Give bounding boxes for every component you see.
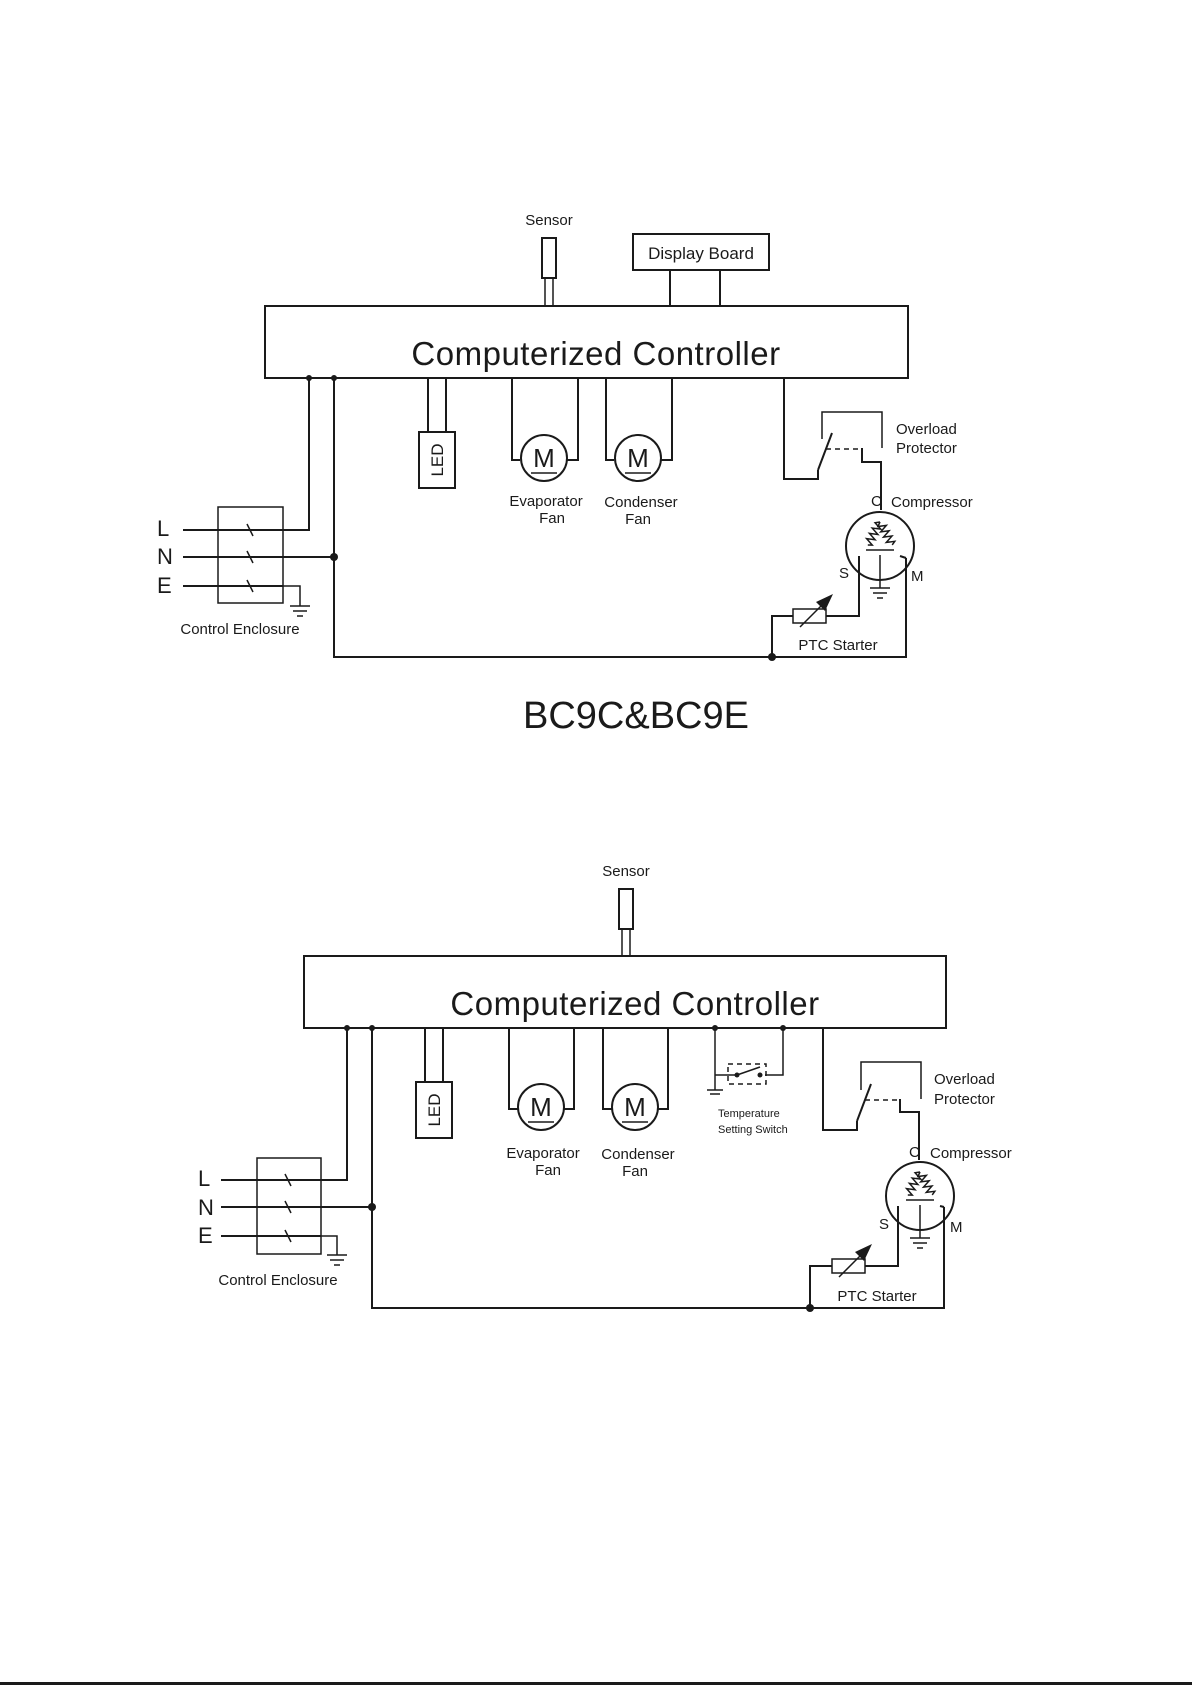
condenser-fan-label-line1: Condenser xyxy=(601,1146,674,1163)
compressor-terminal-s: S xyxy=(839,565,849,582)
sensor-probe xyxy=(541,237,557,279)
temp-switch-label-line1: Temperature xyxy=(718,1108,780,1120)
sensor: Sensor xyxy=(602,863,650,972)
evaporator-fan: M Evaporator Fan xyxy=(509,378,583,527)
condenser-motor-symbol: M xyxy=(627,443,649,473)
evaporator-motor-symbol: M xyxy=(530,1092,552,1122)
evaporator-fan-label-line2: Fan xyxy=(535,1162,561,1179)
condenser-fan: M Condenser Fan xyxy=(604,378,678,528)
temp-switch-label-line2: Setting Switch xyxy=(718,1124,788,1136)
led-label: LED xyxy=(428,443,447,476)
controller-label: Computerized Controller xyxy=(411,335,780,372)
ptc-starter-label: PTC Starter xyxy=(837,1288,916,1305)
line-e-label: E xyxy=(198,1223,213,1248)
evaporator-fan-label-line2: Fan xyxy=(539,510,565,527)
condenser-fan-label-line1: Condenser xyxy=(604,494,677,511)
condenser-motor-symbol: M xyxy=(624,1092,646,1122)
line-n-label: N xyxy=(198,1195,214,1220)
sensor-label: Sensor xyxy=(602,863,650,880)
line-l-label: L xyxy=(198,1166,210,1191)
page-bottom-rule xyxy=(0,1682,1192,1685)
compressor-terminal-c: C xyxy=(871,493,882,510)
overload-label-line1: Overload xyxy=(934,1071,995,1088)
compressor-terminal-m: M xyxy=(950,1219,963,1236)
evaporator-motor-symbol: M xyxy=(533,443,555,473)
overload-protector: Overload Protector xyxy=(822,1028,995,1160)
sensor-label: Sensor xyxy=(525,212,573,229)
wiring-diagram-2: Sensor Computerized Controller L N E xyxy=(198,863,1012,1312)
condenser-fan-label-line2: Fan xyxy=(622,1163,648,1180)
led-box xyxy=(415,1081,453,1139)
display-board-label: Display Board xyxy=(648,244,754,263)
compressor-label: Compressor xyxy=(891,494,973,511)
led: LED xyxy=(418,378,456,489)
temperature-setting-switch: Temperature Setting Switch xyxy=(707,1025,788,1136)
overload-label-line2: Protector xyxy=(896,440,957,457)
evaporator-fan: M Evaporator Fan xyxy=(506,1028,580,1179)
ptc-starter: PTC Starter xyxy=(809,1244,917,1308)
model-title: BC9C&BC9E xyxy=(523,695,749,737)
compressor: C Compressor S M xyxy=(826,493,973,617)
condenser-fan: M Condenser Fan xyxy=(601,1028,675,1180)
condenser-fan-label-line2: Fan xyxy=(625,511,651,528)
display-board-box xyxy=(632,233,770,271)
led-label: LED xyxy=(425,1093,444,1126)
control-enclosure-label: Control Enclosure xyxy=(218,1272,337,1289)
computerized-controller xyxy=(303,955,947,1029)
controller-label: Computerized Controller xyxy=(450,985,819,1022)
computerized-controller xyxy=(264,305,909,379)
led: LED xyxy=(415,1028,453,1139)
overload-label-line2: Protector xyxy=(934,1091,995,1108)
compressor-label: Compressor xyxy=(930,1145,1012,1162)
line-l-label: L xyxy=(157,516,169,541)
sensor-probe xyxy=(618,888,634,930)
control-enclosure: L N E Control Enclosure xyxy=(198,1157,347,1289)
compressor-terminal-s: S xyxy=(879,1216,889,1233)
evaporator-fan-label-line1: Evaporator xyxy=(506,1145,579,1162)
control-enclosure-box xyxy=(256,1157,322,1255)
ptc-starter: PTC Starter xyxy=(771,594,878,657)
led-box xyxy=(418,431,456,489)
display-board: Display Board xyxy=(632,233,770,306)
line-e-label: E xyxy=(157,573,172,598)
control-enclosure-label: Control Enclosure xyxy=(180,621,299,638)
overload-protector: Overload Protector xyxy=(783,378,957,510)
compressor: C Compressor S M xyxy=(865,1144,1012,1267)
line-n-label: N xyxy=(157,544,173,569)
compressor-terminal-m: M xyxy=(911,568,924,585)
control-enclosure: L N E Control Enclosure xyxy=(157,506,310,638)
wiring-diagram-1: Sensor Display Board Computerized Contro… xyxy=(157,212,973,661)
ptc-starter-label: PTC Starter xyxy=(798,637,877,654)
overload-label-line1: Overload xyxy=(896,421,957,438)
compressor-terminal-c: C xyxy=(909,1144,920,1161)
control-enclosure-box xyxy=(217,506,284,604)
evaporator-fan-label-line1: Evaporator xyxy=(509,493,582,510)
